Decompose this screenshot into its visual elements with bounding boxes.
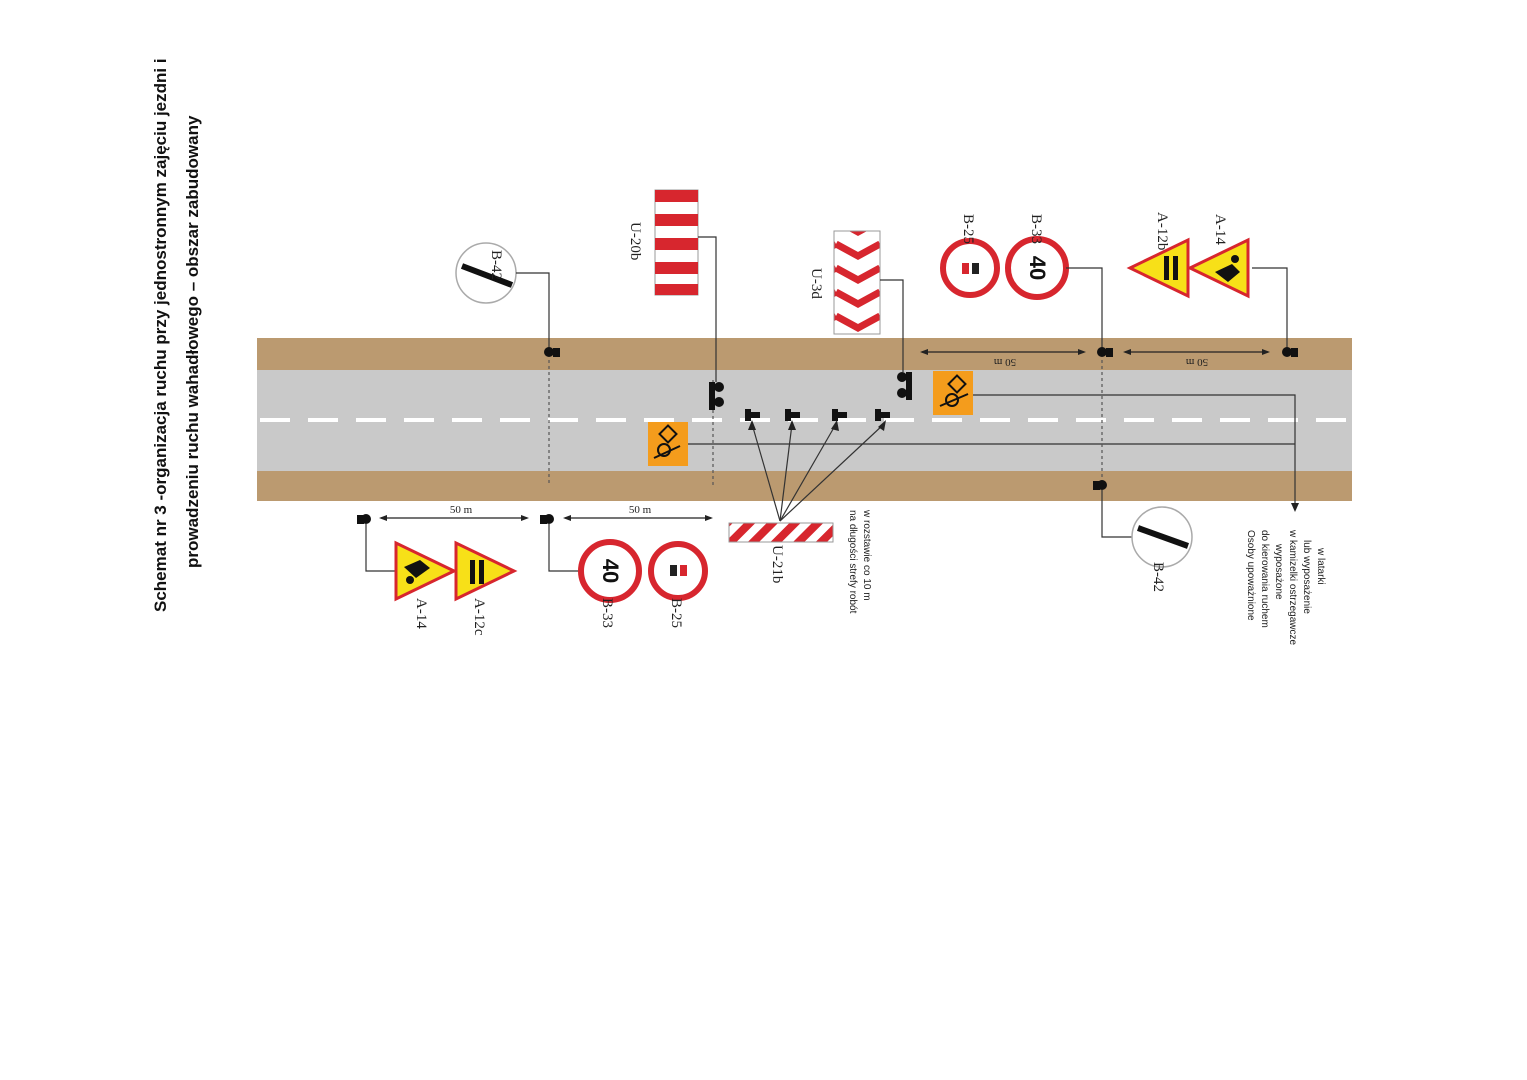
label-a12b-top: A-12b <box>1154 212 1170 250</box>
sign-b33-bottom: 40 B-33 <box>578 539 642 628</box>
label-u21b: U-21b <box>769 545 785 583</box>
post-u3d <box>897 372 912 400</box>
label-b42-bottom: B-42 <box>1150 562 1166 592</box>
cone-post-1 <box>745 409 760 421</box>
post-u20b <box>709 382 724 410</box>
note-flaggers-line4: w kamizelki ostrzegawcze <box>1287 529 1298 645</box>
label-b33-bottom: B-33 <box>599 598 615 628</box>
dimension-top-2: 50 m <box>1123 349 1270 368</box>
note-flaggers: Osoby upoważnione do kierowania ruchem w… <box>1245 529 1326 645</box>
road <box>257 338 1352 501</box>
sign-b42-top: B-42 <box>455 242 517 304</box>
label-b33-top: B-33 <box>1028 214 1044 244</box>
leader-u3d <box>880 279 904 372</box>
diagram-title-line2: prowadzeniu ruchu wahadłowego – obszar z… <box>183 115 202 568</box>
leader-b25-top <box>1066 267 1103 348</box>
sign-u21b: U-21b <box>728 522 834 583</box>
label-u20b: U-20b <box>627 222 643 260</box>
sign-roadworks-orange-right <box>933 371 973 415</box>
dimension-bottom-2: 50 m <box>563 504 713 521</box>
note-flaggers-line3: wyposażone <box>1273 543 1284 600</box>
cone-post-2 <box>785 409 800 421</box>
shoulder-bottom <box>257 471 1352 501</box>
note-flaggers-line1: Osoby upoważnione <box>1245 530 1256 621</box>
sign-b33-top: 40 B-33 <box>1005 214 1069 300</box>
label-a14-bottom: A-14 <box>413 598 429 629</box>
post-b42-top <box>544 347 560 357</box>
sign-b42-bottom: B-42 <box>1131 506 1193 592</box>
sign-a14-bottom: A-14 <box>394 540 458 629</box>
post-b25-top <box>1097 347 1113 357</box>
sign-b25-top: B-25 <box>940 214 1000 298</box>
leader-a14-bottom <box>365 524 395 572</box>
distance-bottom-1: 50 m <box>450 504 473 516</box>
arrows-u21b <box>748 420 886 522</box>
sign-b25-bottom: B-25 <box>648 541 708 628</box>
label-a12c-bottom: A-12c <box>471 598 487 636</box>
dimension-top-1: 50 m <box>920 349 1086 368</box>
leader-b42-top <box>516 272 550 350</box>
note-flaggers-line2: do kierowania ruchem <box>1259 530 1270 628</box>
sign-roadworks-orange-left <box>648 422 688 466</box>
label-b25-bottom: B-25 <box>668 598 684 628</box>
leader-flaggers <box>973 394 1296 505</box>
leader-u20b <box>698 236 717 382</box>
note-flaggers-line5: lub wyposażenie <box>1301 540 1312 614</box>
sign-a12b-top: A-12b <box>1126 212 1190 299</box>
post-b33-bottom <box>540 514 554 524</box>
label-u3d: U-3d <box>808 268 824 299</box>
note-flaggers-line6: w latarki <box>1315 547 1326 585</box>
sign-u20b: U-20b <box>627 189 699 296</box>
arrow-flaggers <box>1291 503 1299 512</box>
shoulder-top <box>257 338 1352 370</box>
label-b42-top: B-42 <box>488 250 504 280</box>
diagram-title-line1: Schemat nr 3 -organizacja ruchu przy jed… <box>151 58 170 612</box>
post-b42-bottom <box>1093 480 1107 490</box>
note-spacing-line1: na długości strefy robót <box>847 510 858 614</box>
cone-post-4 <box>875 409 890 421</box>
note-spacing-line2: w rozstawie co 10 m <box>861 509 872 601</box>
leader-b33-bottom <box>548 524 580 572</box>
speed-b33-top: 40 <box>1025 256 1050 280</box>
distance-top-1: 50 m <box>993 356 1016 368</box>
label-b25-top: B-25 <box>960 214 976 244</box>
post-a14-top <box>1282 347 1298 357</box>
sign-u3d: U-3d <box>808 230 881 335</box>
distance-top-2: 50 m <box>1185 356 1208 368</box>
post-a14-bottom <box>357 514 371 524</box>
label-a14-top: A-14 <box>1212 214 1228 245</box>
cone-post-3 <box>832 409 847 421</box>
sign-a14-top: A-14 <box>1186 214 1250 299</box>
leader-b42-bottom <box>1101 490 1134 538</box>
dimension-bottom-1: 50 m <box>379 504 529 521</box>
distance-bottom-2: 50 m <box>629 504 652 516</box>
leader-a14-top <box>1252 267 1288 348</box>
speed-b33-bottom: 40 <box>598 559 623 583</box>
sign-a12c-bottom: A-12c <box>454 540 518 636</box>
